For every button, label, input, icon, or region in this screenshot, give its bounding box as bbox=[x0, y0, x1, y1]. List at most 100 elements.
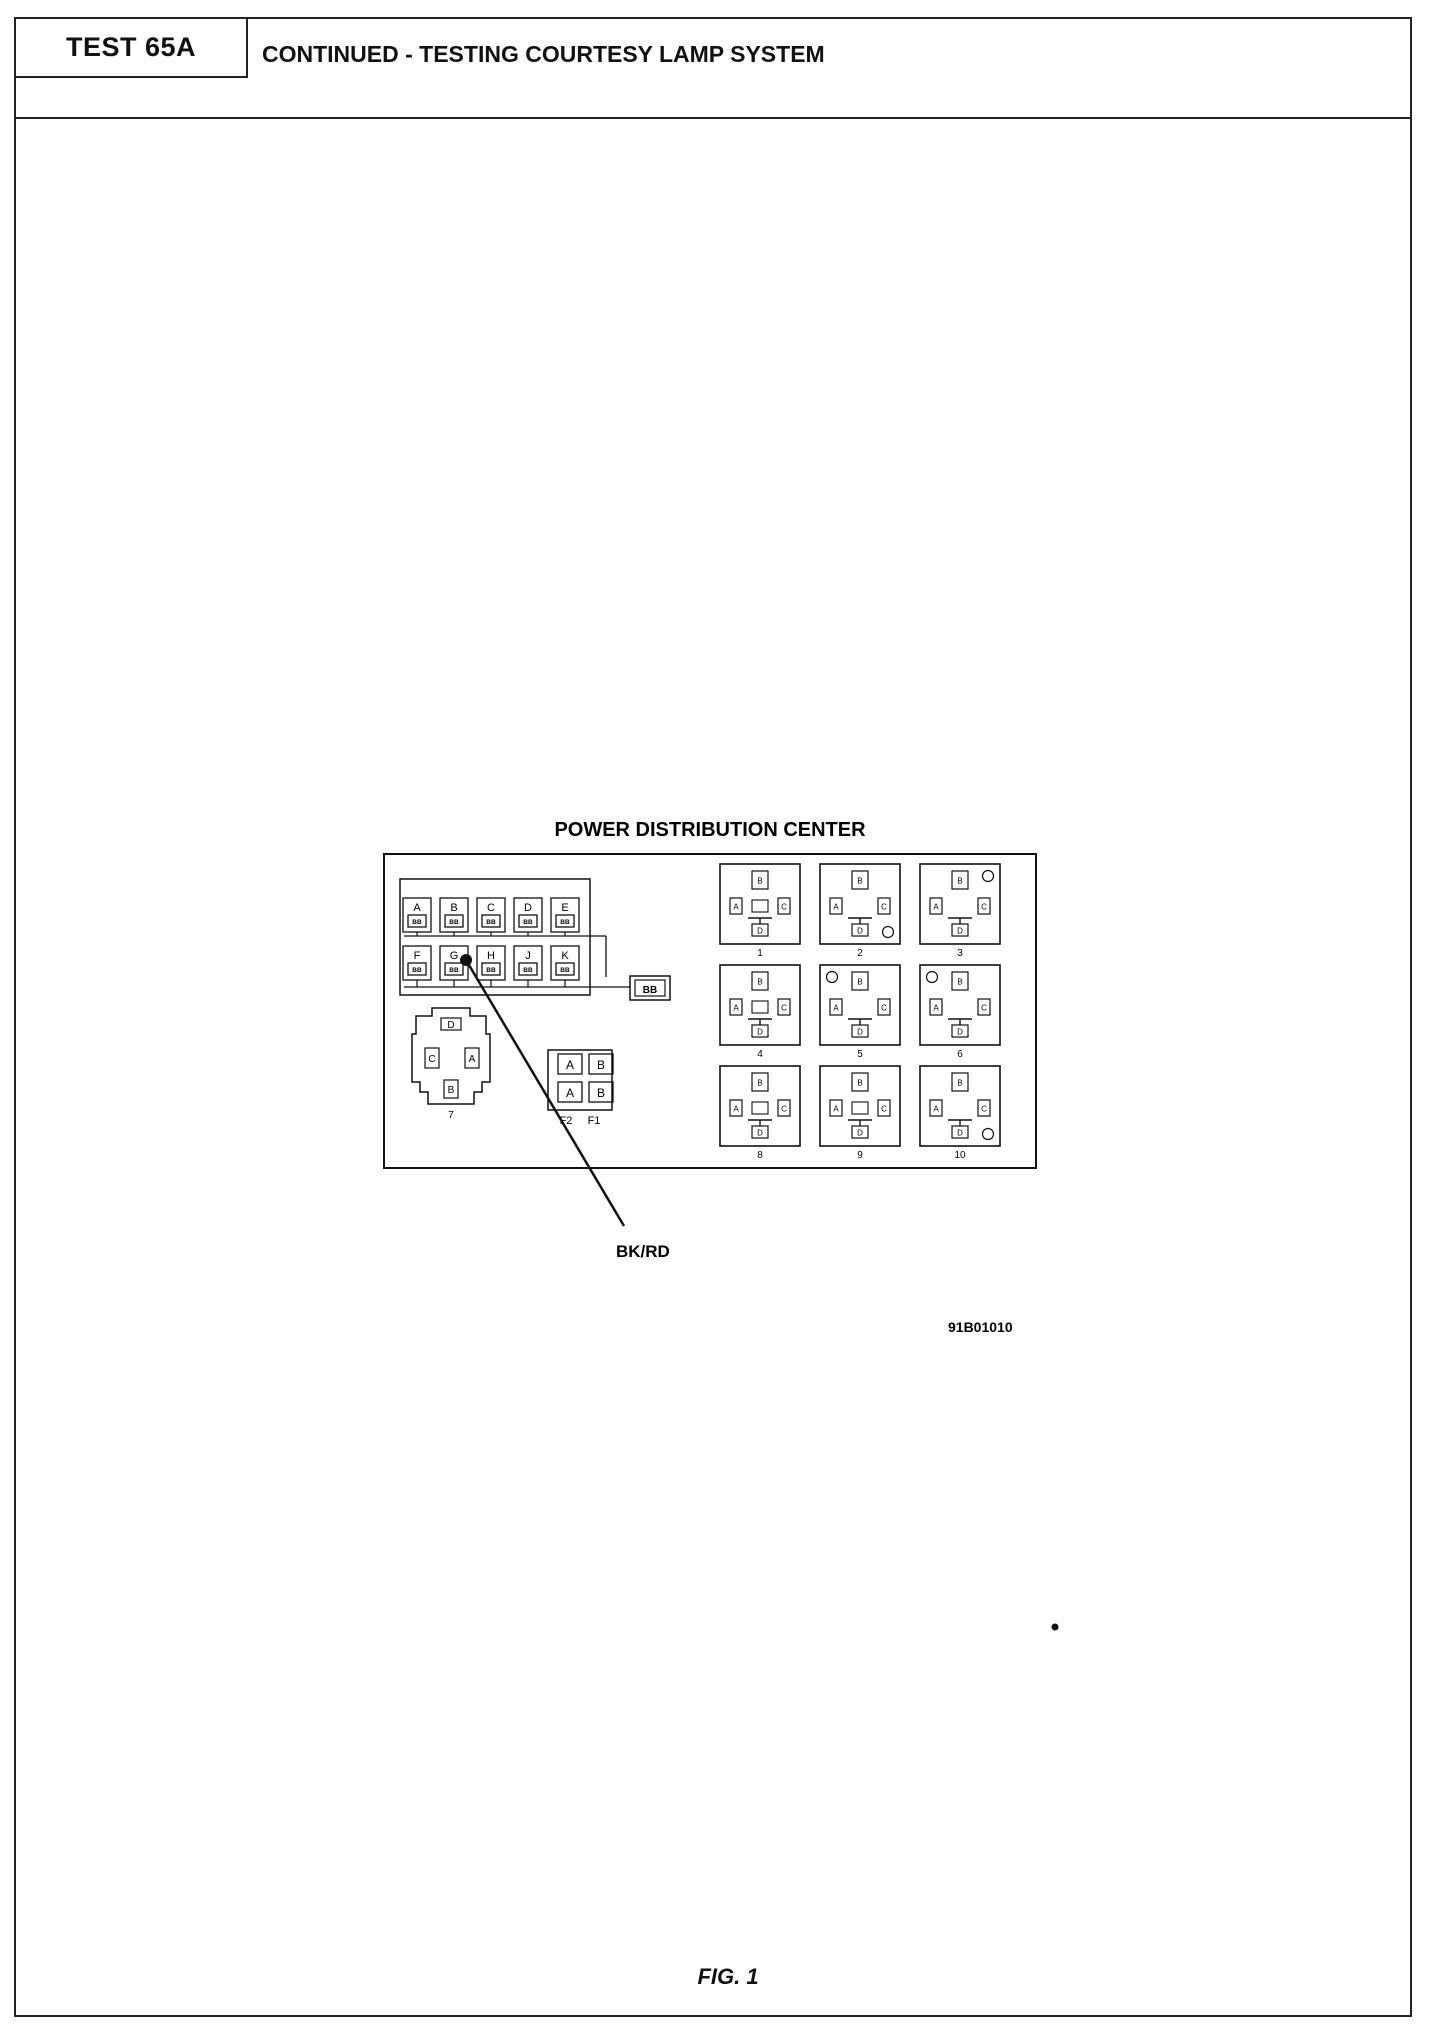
fuse-d-label: D bbox=[524, 902, 532, 914]
fuse-block-label-f1: F1 bbox=[588, 1115, 601, 1127]
test-id: TEST 65A bbox=[16, 19, 248, 78]
relay-2-pin-c-label: C bbox=[881, 903, 887, 912]
relay-9-pin-a-label: A bbox=[833, 1105, 839, 1114]
relay-3-pin-a-label: A bbox=[933, 903, 939, 912]
figure-code-label: 91B01010 bbox=[948, 1319, 1013, 1335]
connector-7-pin-a-label: A bbox=[469, 1054, 476, 1065]
relay-5-pin-b-label: B bbox=[857, 978, 862, 987]
power-distribution-diagram: POWER DISTRIBUTION CENTER ABBBBBCBBDBBEB… bbox=[383, 819, 1037, 1261]
relay-6-pin-a bbox=[929, 998, 943, 1016]
relay-1-pin-b-label: B bbox=[757, 877, 762, 886]
relay-6-t-bar bbox=[948, 1018, 972, 1025]
figure-caption: FIG. 1 bbox=[697, 1964, 759, 1989]
relay-3-pin-b bbox=[951, 870, 969, 890]
fuse-e-label: E bbox=[561, 902, 568, 914]
fuse-a-code: BB bbox=[412, 919, 422, 926]
relay-10-t-bar bbox=[948, 1119, 972, 1126]
fuse-block-cell-label: A bbox=[566, 1058, 574, 1072]
relay-8-pin-a bbox=[729, 1099, 743, 1117]
relay-8-pin-a-label: A bbox=[733, 1105, 739, 1114]
fuse-b-code: BB bbox=[449, 919, 459, 926]
relay-5-t-bar bbox=[848, 1018, 872, 1025]
relay-10-pin-a-label: A bbox=[933, 1105, 939, 1114]
fuse-block-cell bbox=[557, 1081, 583, 1103]
relay-5-number: 5 bbox=[857, 1049, 863, 1060]
relay-5-pin-a bbox=[829, 998, 843, 1016]
fuse-g-label: G bbox=[450, 950, 459, 962]
relay-3-pin-c-label: C bbox=[981, 903, 987, 912]
relay-6-pin-d bbox=[951, 1024, 969, 1038]
relay-5-pin-d bbox=[851, 1024, 869, 1038]
relay-1-pin-a-label: A bbox=[733, 903, 739, 912]
connector-7-pin-d bbox=[440, 1017, 462, 1031]
relay-4-outline bbox=[719, 964, 801, 1046]
relay-9-pin-b-label: B bbox=[857, 1079, 862, 1088]
fuse-e-code: BB bbox=[560, 919, 570, 926]
relay-8-pin-b-label: B bbox=[757, 1079, 762, 1088]
fuse-h-element bbox=[481, 962, 501, 976]
relay-5-pin-d-label: D bbox=[857, 1028, 863, 1037]
relay-3-outline bbox=[919, 863, 1001, 945]
fuse-k-label: K bbox=[561, 950, 569, 962]
bus-label: BB bbox=[643, 985, 657, 996]
fuse-d-element bbox=[518, 914, 538, 928]
fuse-c-label: C bbox=[487, 902, 495, 914]
fuse-block-cell-label: B bbox=[597, 1058, 605, 1072]
relay-3-locator bbox=[981, 869, 995, 883]
relay-4-center-pin bbox=[751, 1000, 769, 1014]
fuse-block-cell-label: B bbox=[597, 1086, 605, 1100]
bus-terminal-outer bbox=[629, 975, 671, 1001]
relay-9-pin-c-label: C bbox=[881, 1105, 887, 1114]
relay-9-pin-c bbox=[877, 1099, 891, 1117]
relay-4-pin-b bbox=[751, 971, 769, 991]
relay-3-pin-c bbox=[977, 897, 991, 915]
relay-2-pin-b-label: B bbox=[857, 877, 862, 886]
relay-10-outline bbox=[919, 1065, 1001, 1147]
relay-1-pin-a bbox=[729, 897, 743, 915]
relay-2-pin-a bbox=[829, 897, 843, 915]
relay-1-pin-d bbox=[751, 923, 769, 937]
relay-1-number: 1 bbox=[757, 948, 763, 959]
relay-9-outline bbox=[819, 1065, 901, 1147]
relay-5-pin-c-label: C bbox=[881, 1004, 887, 1013]
fuse-j-label: J bbox=[525, 950, 531, 962]
wire-label: BK/RD bbox=[616, 1242, 670, 1261]
fuse-k-element bbox=[555, 962, 575, 976]
relay-10-pin-b bbox=[951, 1072, 969, 1092]
fuse-j-element bbox=[518, 962, 538, 976]
connector-7-shell bbox=[411, 1007, 491, 1105]
relay-1-outline bbox=[719, 863, 801, 945]
fuse-j-code: BB bbox=[523, 967, 533, 974]
relay-2-pin-d-label: D bbox=[857, 927, 863, 936]
relay-8-pin-d bbox=[751, 1125, 769, 1139]
relay-2-t-bar bbox=[848, 917, 872, 924]
relay-6-number: 6 bbox=[957, 1049, 963, 1060]
relay-9-pin-b bbox=[851, 1072, 869, 1092]
connector-7-pin-a bbox=[464, 1047, 480, 1069]
fuse-f-code: BB bbox=[412, 967, 422, 974]
relay-2-pin-c bbox=[877, 897, 891, 915]
relay-2-outline bbox=[819, 863, 901, 945]
relay-5-pin-b bbox=[851, 971, 869, 991]
relay-9-pin-a bbox=[829, 1099, 843, 1117]
connector-7-pin-c-label: C bbox=[428, 1054, 435, 1065]
fuse-f-label: F bbox=[414, 950, 421, 962]
relay-6-pin-c bbox=[977, 998, 991, 1016]
relay-3-pin-d-label: D bbox=[957, 927, 963, 936]
relay-10-pin-b-label: B bbox=[957, 1079, 962, 1088]
relay-4-pin-c bbox=[777, 998, 791, 1016]
fuse-a-element bbox=[407, 914, 427, 928]
fuse-g-element bbox=[444, 962, 464, 976]
diagram-title: POWER DISTRIBUTION CENTER bbox=[554, 819, 866, 841]
relay-6-pin-b bbox=[951, 971, 969, 991]
relay-3-pin-a bbox=[929, 897, 943, 915]
fuse-c-element bbox=[481, 914, 501, 928]
fuse-block-cell-label: A bbox=[566, 1086, 574, 1100]
